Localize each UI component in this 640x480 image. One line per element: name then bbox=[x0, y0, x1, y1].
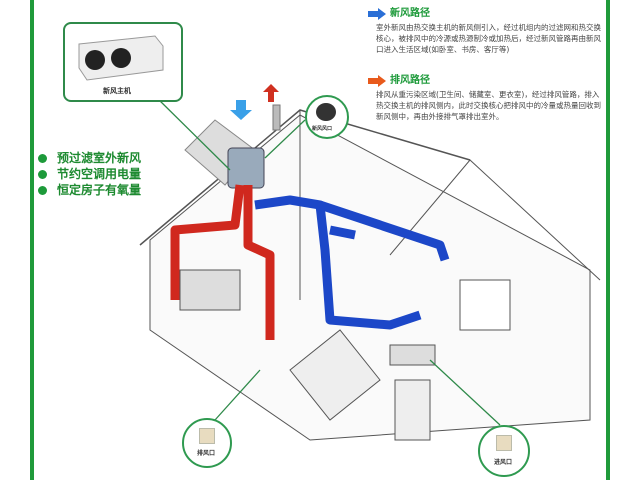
roof-vent-label: 新风风口 bbox=[312, 126, 333, 132]
bullet-icon bbox=[38, 153, 47, 163]
exhaust-vent-label: 排风口 bbox=[197, 450, 216, 457]
exhaust-path-legend: 排风路径 排风从重污染区域(卫生间、储藏室、更衣室)，经过排风管路，排入热交换主… bbox=[368, 75, 606, 122]
benefit-item: 恒定房子有氧量 bbox=[38, 182, 141, 198]
heat-exchanger-unit bbox=[227, 147, 265, 189]
unit-image bbox=[78, 35, 164, 81]
supply-vent-callout: 进风口 bbox=[478, 425, 530, 477]
benefit-text: 节约空调用电量 bbox=[57, 167, 142, 181]
blue-arrow-icon bbox=[368, 8, 386, 20]
roof-vent-callout: 新风风口 bbox=[305, 95, 349, 139]
exhaust-path-title: 排风路径 bbox=[390, 75, 430, 86]
fresh-path-text: 室外新风由热交换主机的新风侧引入，经过机组内的过滤网和热交换核心，被排风中的冷源… bbox=[376, 23, 601, 54]
orange-arrow-icon bbox=[368, 75, 386, 87]
unit-caption: 新风主机 bbox=[103, 87, 131, 95]
exhaust-path-text: 排风从重污染区域(卫生间、储藏室、更衣室)，经过排风管路，排入热交换主机的排风侧… bbox=[376, 90, 601, 121]
fresh-air-duct bbox=[254, 195, 450, 330]
left-border bbox=[30, 0, 34, 480]
fresh-air-path-legend: 新风路径 室外新风由热交换主机的新风侧引入，经过机组内的过滤网和热交换核心，被排… bbox=[368, 8, 606, 55]
unit-callout: 新风主机 bbox=[63, 22, 183, 102]
exhaust-out-arrow-icon bbox=[263, 84, 279, 102]
exhaust-vent-callout: 排风口 bbox=[182, 418, 232, 468]
bullet-icon bbox=[38, 185, 47, 195]
supply-vent-label: 进风口 bbox=[494, 459, 513, 466]
fresh-air-in-arrow-icon bbox=[230, 100, 252, 120]
bullet-icon bbox=[38, 169, 47, 179]
right-border bbox=[606, 0, 610, 480]
exhaust-duct bbox=[170, 184, 275, 340]
benefit-text: 恒定房子有氧量 bbox=[57, 183, 142, 197]
benefit-item: 预过滤室外新风 bbox=[38, 150, 141, 166]
benefits-list: 预过滤室外新风 节约空调用电量 恒定房子有氧量 bbox=[38, 150, 141, 198]
benefit-item: 节约空调用电量 bbox=[38, 166, 141, 182]
benefit-text: 预过滤室外新风 bbox=[57, 151, 142, 165]
fresh-path-title: 新风路径 bbox=[390, 8, 430, 19]
